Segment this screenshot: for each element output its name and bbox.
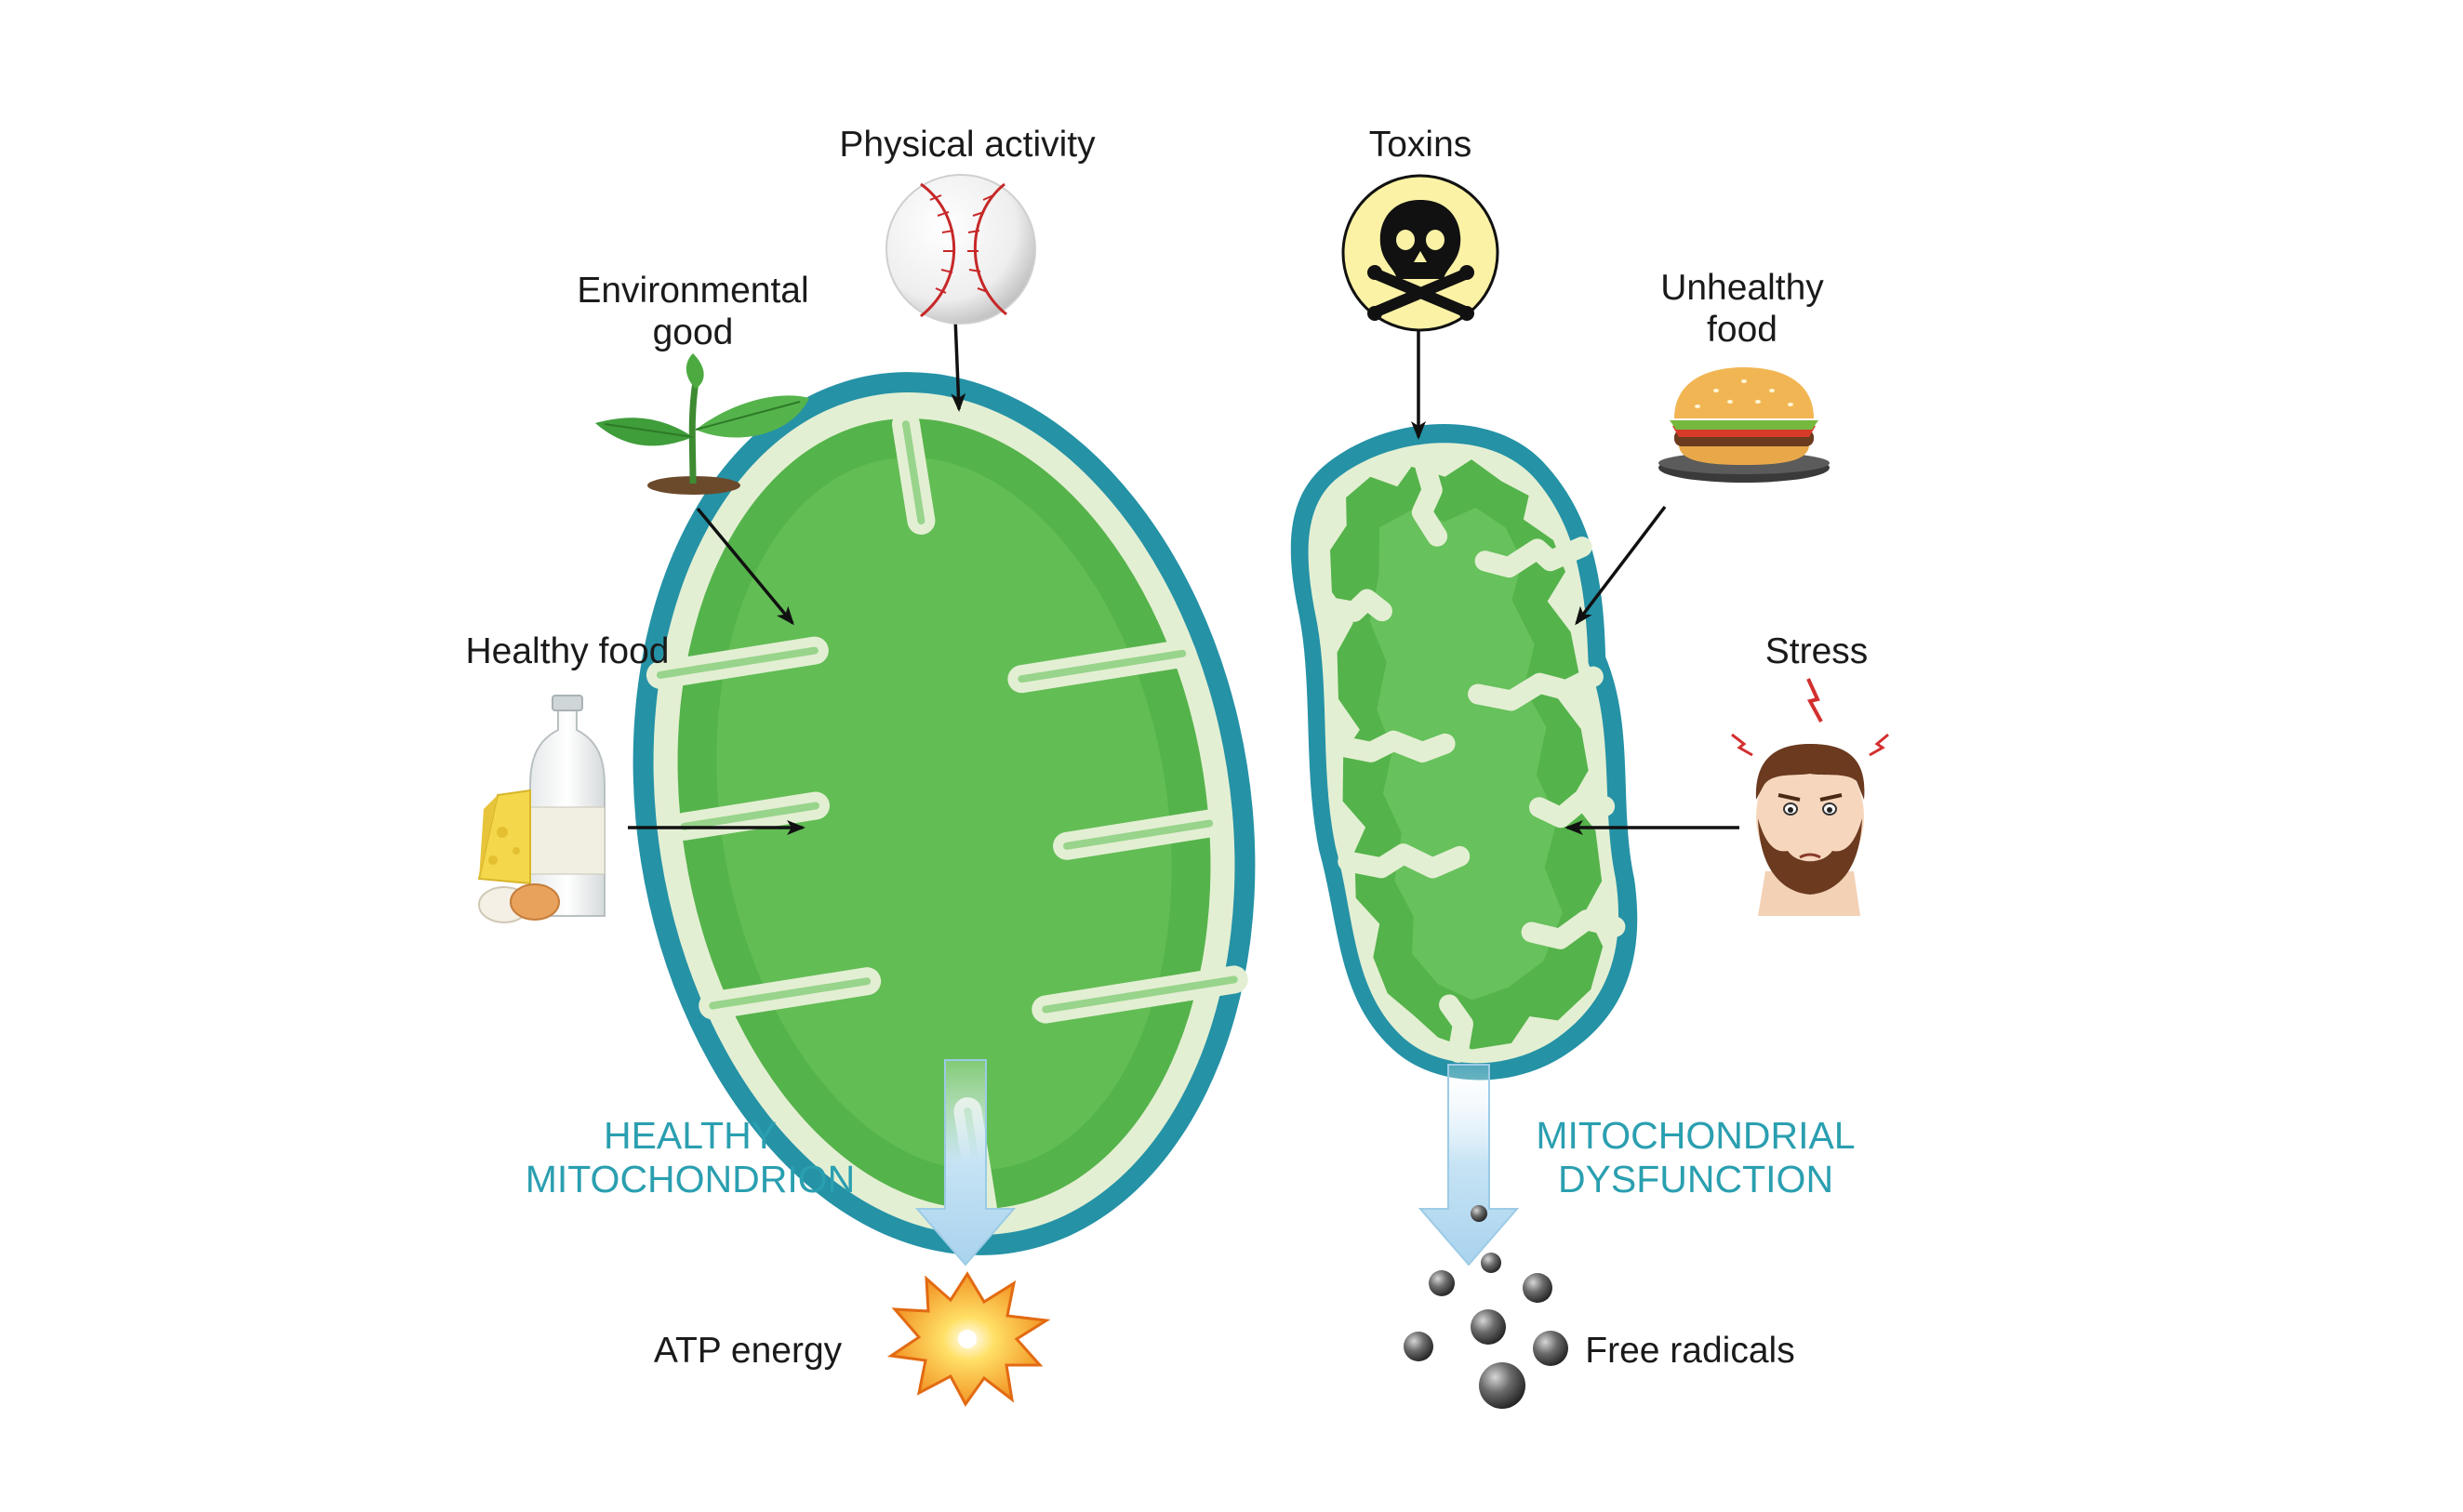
healthy-output-arrow [914, 1059, 1017, 1267]
sprout-icon [595, 353, 809, 495]
dysfunction-output-arrow [1418, 1064, 1520, 1267]
dysfunction-cristae [1315, 457, 1626, 1063]
healthy-mitochondrion [632, 372, 1256, 1255]
explosion-star-icon [886, 1271, 1051, 1407]
skull-crossbones-icon [1341, 174, 1499, 332]
radical-sphere [1479, 1362, 1525, 1409]
radical-sphere [1523, 1273, 1552, 1303]
label-toxins: Toxins [1369, 125, 1472, 165]
label-healthy-food: Healthy food [466, 631, 670, 671]
baseball-icon [885, 174, 1036, 325]
radical-sphere [1533, 1331, 1568, 1366]
radical-sphere [1471, 1309, 1506, 1345]
label-atp-energy: ATP energy [654, 1331, 843, 1371]
label-unhealthy-line1: Unhealthy [1660, 268, 1824, 308]
milk-cheese-eggs-icon [477, 695, 606, 923]
arrow-physical-activity [951, 317, 966, 412]
label-physical-activity: Physical activity [839, 125, 1096, 165]
arrow-unhealthy-food [1575, 505, 1667, 626]
dark-spheres-icon [1404, 1205, 1568, 1409]
label-stress: Stress [1765, 631, 1869, 671]
label-unhealthy-line2: food [1707, 310, 1777, 350]
input-arrows [628, 317, 1739, 835]
radical-sphere [1481, 1253, 1501, 1273]
label-environmental-line2: good [653, 312, 734, 352]
hamburger-icon [1658, 367, 1830, 483]
title-dysfunction-line2: DYSFUNCTION [1558, 1158, 1833, 1200]
dysfunctional-mitochondrion [1290, 424, 1638, 1081]
title-healthy-line2: MITOCHONDRION [526, 1158, 856, 1200]
radical-sphere [1429, 1270, 1455, 1296]
label-free-radicals: Free radicals [1585, 1331, 1794, 1371]
label-environmental-line1: Environmental [577, 271, 808, 311]
title-dysfunction-line1: MITOCHONDRIAL [1536, 1114, 1855, 1157]
title-healthy-line1: HEALTHY [604, 1114, 777, 1157]
radical-sphere [1404, 1332, 1433, 1361]
stressed-man-icon [1731, 678, 1889, 916]
radical-sphere [1471, 1205, 1487, 1222]
arrow-environmental-good [696, 507, 794, 626]
